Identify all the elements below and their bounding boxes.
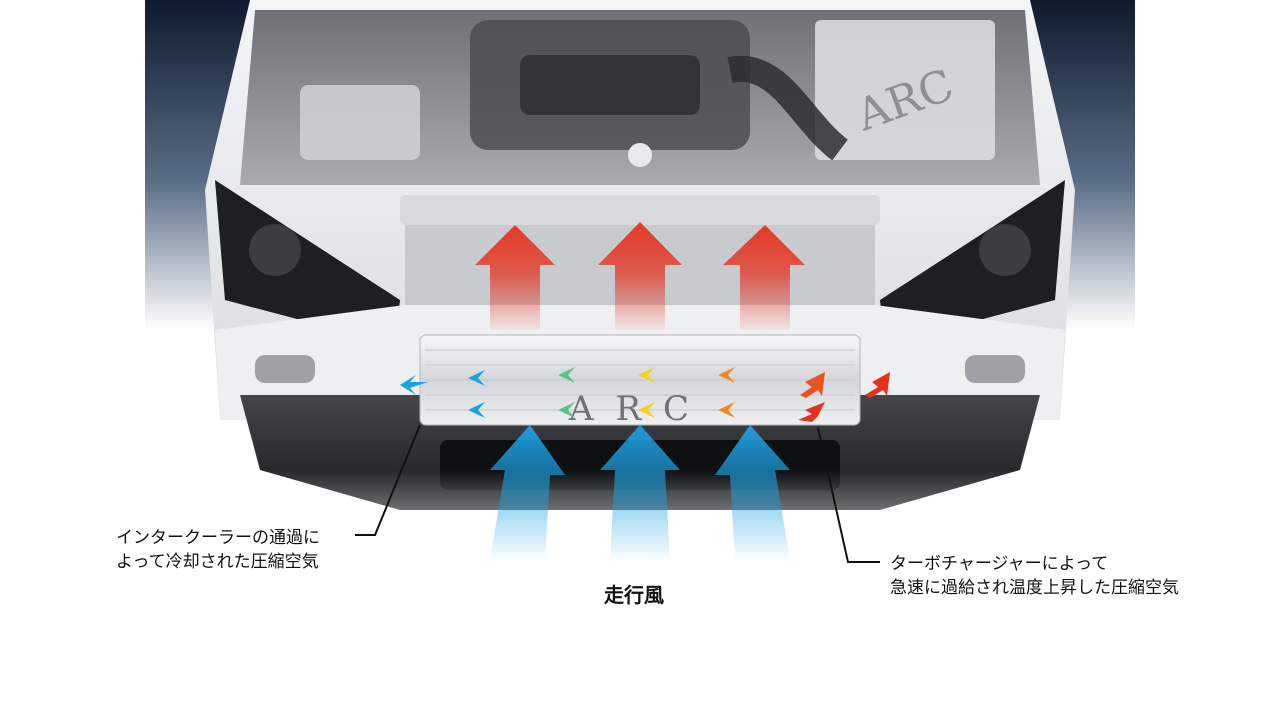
wind-arrow-right (715, 425, 790, 560)
hot-air-label-line1: ターボチャージャーによって (890, 554, 1109, 574)
headlight-right (880, 180, 1065, 345)
fog-lamp-left (255, 355, 315, 383)
air-box (815, 20, 995, 160)
intercooler-logo: ARC (568, 389, 711, 429)
cooled-air-label-line1: インタークーラーの通過に (116, 528, 320, 548)
flow-arrows-bottom (468, 402, 825, 422)
leader-line-cooled (355, 424, 421, 536)
hot-air-arrow-center (598, 222, 682, 330)
leader-line-hot (817, 427, 880, 563)
flow-arrows-top (400, 367, 890, 398)
hot-air-arrow-right (723, 225, 805, 330)
reservoir-tank (300, 85, 420, 160)
hot-air-label-line2: 急速に過給され温度上昇した圧縮空気 (890, 578, 1179, 598)
cooled-air-label-line2: よって冷却された圧縮空気 (116, 552, 319, 572)
core-support (400, 195, 880, 225)
wind-arrow-center (600, 425, 680, 560)
wind-arrow-left (490, 425, 565, 560)
cooled-air-label: インタークーラーの通過に よって冷却された圧縮空気 (116, 526, 320, 574)
running-wind-label: 走行風 (604, 583, 664, 607)
fog-lamp-right (965, 355, 1025, 383)
hot-air-label: ターボチャージャーによって 急速に過給され温度上昇した圧縮空気 (890, 552, 1179, 600)
radiator-cap (628, 143, 652, 167)
headlight-left (215, 180, 400, 345)
hot-air-arrow-left (475, 225, 555, 330)
